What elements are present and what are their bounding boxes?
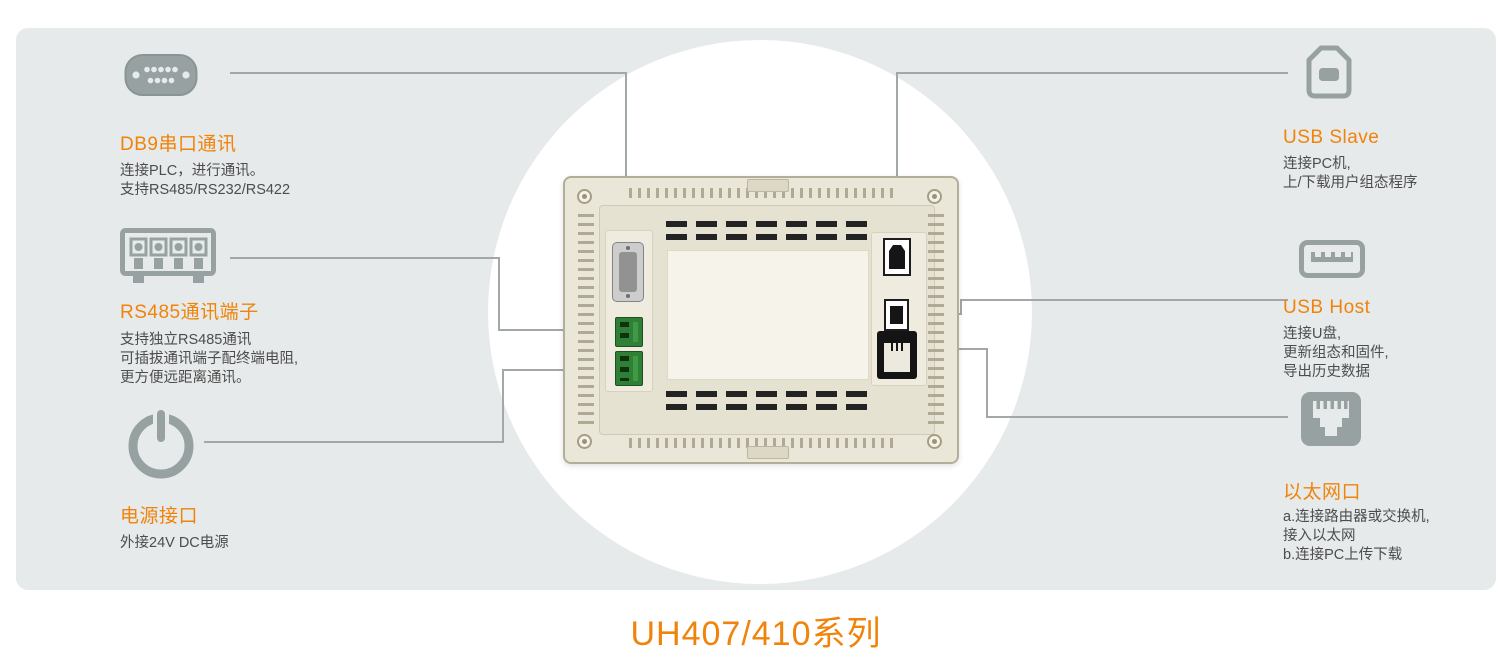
vent-slots-bottom	[629, 438, 893, 448]
annotation-heading: DB9串口通讯	[120, 134, 237, 155]
annotation-text: b.连接PC上传下载	[1283, 547, 1403, 563]
terminal-block-icon	[120, 228, 380, 289]
usb-slave-line-vertical	[896, 72, 898, 242]
vent-slots-left	[578, 214, 594, 424]
vent-slots-right	[928, 214, 944, 424]
rs485-line-vertical	[498, 257, 500, 331]
power-line-to-port	[502, 369, 615, 371]
ethernet-line-horizontal	[986, 416, 1288, 418]
annotation-heading: USB Slave	[1283, 127, 1380, 148]
usb-host-line-horizontal	[960, 299, 1288, 301]
annotation-heading: 电源接口	[120, 506, 199, 527]
corner-screw-bottom-right	[927, 434, 942, 449]
annotation-text: 连接PC机,	[1283, 156, 1351, 172]
device-nameplate	[667, 250, 869, 380]
usb-slave-port	[883, 238, 911, 276]
annotation-text: 导出历史数据	[1283, 364, 1370, 380]
annotation-text: 更方便远距离通讯。	[120, 370, 251, 386]
db9-serial-port	[612, 242, 644, 302]
power-line-vertical	[502, 371, 504, 443]
corner-screw-top-right	[927, 189, 942, 204]
series-title: UH407/410系列	[630, 615, 882, 653]
annotation-rs485: RS485通讯端子 支持独立RS485通讯 可插拔通讯端子配终端电阻, 更方便远…	[120, 228, 380, 388]
rs485-terminal-port	[615, 317, 643, 347]
power-line-horizontal	[204, 441, 504, 443]
vent-dashes-row	[666, 404, 870, 410]
ethernet-icon	[1299, 390, 1512, 453]
usb-a-icon	[1299, 240, 1512, 285]
usb-host-port	[884, 299, 909, 331]
annotation-heading: RS485通讯端子	[120, 302, 259, 323]
annotation-text: 接入以太网	[1283, 528, 1356, 544]
annotation-db9: DB9串口通讯 连接PLC，进行通讯。 支持RS485/RS232/RS422	[120, 52, 380, 200]
annotation-usb-host: USB Host 连接U盘, 更新组态和固件, 导出历史数据	[1283, 240, 1512, 382]
annotation-text: 支持RS485/RS232/RS422	[120, 182, 291, 198]
rs485-line-to-port	[498, 329, 615, 331]
corner-screw-top-left	[577, 189, 592, 204]
annotation-text: 可插拔通讯端子配终端电阻,	[120, 351, 299, 367]
annotation-heading: USB Host	[1283, 297, 1371, 318]
annotation-text: 更新组态和固件,	[1283, 345, 1389, 361]
usb-b-icon	[1299, 42, 1512, 109]
db9-connector-icon	[124, 52, 380, 103]
db9-line-horizontal	[230, 72, 627, 74]
ethernet-port	[877, 331, 917, 379]
annotation-heading: 以太网口	[1283, 482, 1362, 503]
usb-slave-line-horizontal	[896, 72, 1288, 74]
db9-line-vertical	[625, 72, 627, 245]
annotation-power: 电源接口 外接24V DC电源	[120, 406, 380, 553]
vent-dashes-row	[666, 391, 870, 397]
power-terminal-port	[615, 351, 643, 386]
mounting-tab-bottom	[747, 446, 789, 459]
power-icon	[124, 406, 380, 485]
annotation-ethernet: 以太网口 a.连接路由器或交换机, 接入以太网 b.连接PC上传下载	[1283, 390, 1512, 565]
annotation-text: 外接24V DC电源	[120, 535, 229, 551]
hmi-device-back-panel	[563, 176, 959, 464]
annotation-usb-slave: USB Slave 连接PC机, 上/下载用户组态程序	[1283, 42, 1512, 193]
annotation-text: 支持独立RS485通讯	[120, 332, 252, 348]
ethernet-line-vertical	[986, 348, 988, 418]
annotation-text: 连接U盘,	[1283, 326, 1341, 342]
vent-dashes-row	[666, 221, 870, 227]
annotation-text: a.连接路由器或交换机,	[1283, 509, 1430, 525]
annotation-text: 连接PLC，进行通讯。	[120, 163, 265, 179]
vent-dashes-row	[666, 234, 870, 240]
mounting-tab-top	[747, 179, 789, 192]
usb-host-line-vertical	[960, 299, 962, 315]
rs485-line-horizontal	[230, 257, 498, 259]
vent-slots-top	[629, 188, 893, 198]
annotation-text: 上/下载用户组态程序	[1283, 175, 1418, 191]
corner-screw-bottom-left	[577, 434, 592, 449]
